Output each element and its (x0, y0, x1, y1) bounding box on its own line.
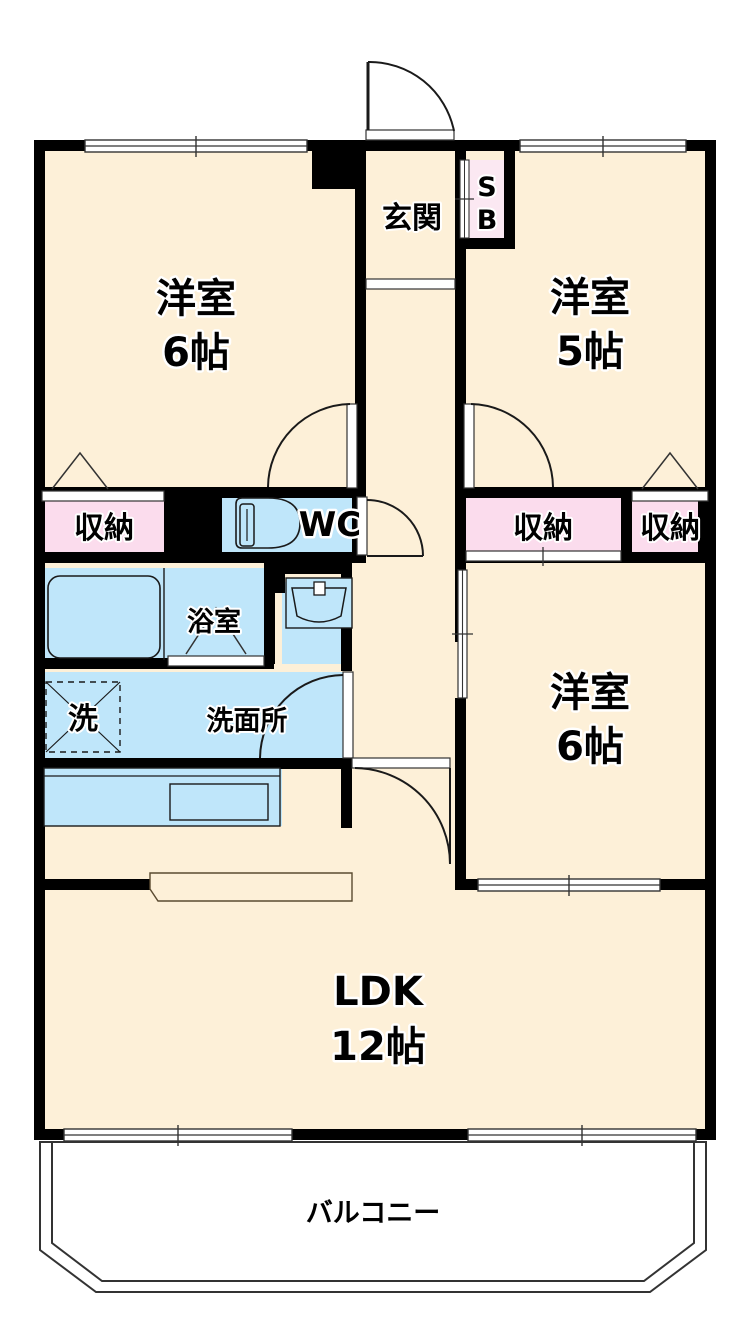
wall-ldk-top-left (34, 879, 154, 890)
window-ldk-right (467, 1125, 697, 1146)
door-toilet[interactable] (356, 496, 424, 557)
closet-right-narrow-door[interactable] (631, 490, 709, 502)
wall-entrance-step-left (312, 151, 366, 189)
kitchen-sink-icon (169, 783, 269, 821)
ldk-counter-icon (149, 872, 353, 902)
washer-label: 洗 (68, 702, 98, 737)
washer-icon (45, 681, 121, 753)
window-ldk-left (63, 1125, 293, 1146)
walls-layer (34, 140, 716, 1140)
closet-right-narrow-open-marker (641, 451, 699, 490)
door-bath[interactable] (167, 606, 265, 667)
kitchen-counter-icon (43, 767, 281, 827)
window-bedroom-tl (84, 136, 308, 157)
closet-left-open-marker (51, 451, 109, 490)
shoe-box-label-bottom: B (477, 205, 498, 236)
wall-exterior-top (34, 140, 716, 151)
wall-right-closets-top (455, 487, 708, 498)
wall-shoebox-bottom (455, 238, 515, 249)
doors-layer (167, 60, 554, 865)
wall-exterior-right (705, 140, 716, 1140)
bedroom-tl-size: 6帖 (162, 330, 230, 376)
closet-left-fill (42, 498, 164, 558)
label-living: LDK 12帖 (328, 967, 429, 1073)
bedroom-br-name: 洋室 (550, 670, 630, 716)
door-entrance[interactable] (365, 60, 455, 141)
wall-bath-bottom (34, 658, 274, 669)
wall-corridor-left-upper (355, 151, 366, 498)
bedroom-tr-size: 5帖 (556, 329, 624, 375)
closet-right-narrow[interactable]: 収納 (631, 451, 709, 548)
window-bedroom-tr (519, 136, 687, 157)
closet-right-wide[interactable]: 収納 (465, 509, 622, 566)
sliding-door-bedroom-br (452, 569, 473, 699)
shoe-box-label-top: S (477, 172, 496, 203)
wall-right-closet-right (698, 487, 709, 558)
washroom-label: 洗面所 (207, 706, 288, 737)
bathtub-icon (47, 575, 161, 659)
wall-right-closet-divider (621, 487, 632, 558)
closet-left-door[interactable] (41, 490, 165, 502)
door-washroom[interactable] (259, 671, 354, 759)
closet-left-label: 収納 (74, 511, 134, 546)
toilet-icon (235, 497, 301, 549)
room-labels-layer: 洋室 6帖 洋室 5帖 洋室 6帖 LDK 12帖 玄関 浴室 洗面所 WC (154, 199, 633, 1073)
bath-door-open-marker (185, 606, 247, 655)
shoe-box[interactable]: S B (455, 159, 499, 239)
windows-layer (63, 136, 697, 1146)
closet-right-wide-label: 収納 (513, 511, 573, 546)
bedroom-tl-name: 洋室 (156, 276, 236, 322)
closet-right-narrow-label: 収納 (640, 511, 700, 546)
wall-shoebox-right (504, 151, 515, 249)
label-bedroom-top-right: 洋室 5帖 (548, 273, 633, 378)
bedroom-tr-name: 洋室 (550, 275, 630, 321)
balcony-label: バルコニー (306, 1198, 440, 1229)
wall-exterior-bottom (34, 1129, 716, 1140)
bedroom-br-size: 6帖 (556, 724, 624, 770)
wall-corridor-door-stub (341, 818, 352, 828)
door-bedroom-tl[interactable] (267, 403, 358, 489)
closet-details: 収納 収納 収納 S B (41, 159, 709, 566)
label-bedroom-bottom-right: 洋室 6帖 (548, 668, 633, 773)
wall-exterior-left (34, 140, 45, 1140)
wall-corridor-right-lower (455, 698, 466, 890)
wall-closet-left-right-block (164, 487, 222, 558)
balcony-area: バルコニー (39, 1141, 707, 1293)
wall-corridor-left-lower (341, 758, 352, 826)
closet-right-narrow-fill (632, 498, 708, 558)
balcony-outline-inner (51, 1142, 695, 1282)
label-bedroom-top-left: 洋室 6帖 (154, 274, 239, 379)
balcony-outline-outer (39, 1141, 707, 1293)
entrance-label: 玄関 (382, 201, 442, 236)
wall-right-closet-left (455, 487, 466, 558)
toilet-label: WC (299, 505, 361, 545)
wall-corridor-right-upper (455, 249, 466, 498)
entrance-step-line (365, 278, 456, 290)
wall-bath-right (264, 563, 275, 664)
ldk-size: 12帖 (330, 1024, 426, 1070)
bath-label: 浴室 (187, 606, 241, 638)
door-bedroom-tr[interactable] (463, 403, 554, 489)
ldk-name: LDK (333, 969, 425, 1015)
wall-bath-right-top (274, 563, 285, 593)
fixtures-layer: 洗 (43, 497, 353, 902)
wall-closet-wc-bottom (34, 552, 366, 563)
window-bedroom-br (477, 875, 661, 896)
closet-left[interactable]: 収納 (41, 451, 165, 548)
wall-washroom-bottom (34, 758, 352, 769)
door-ldk[interactable] (351, 757, 451, 865)
wall-vanity-top (274, 563, 352, 574)
vanity-sink-icon (285, 577, 353, 629)
